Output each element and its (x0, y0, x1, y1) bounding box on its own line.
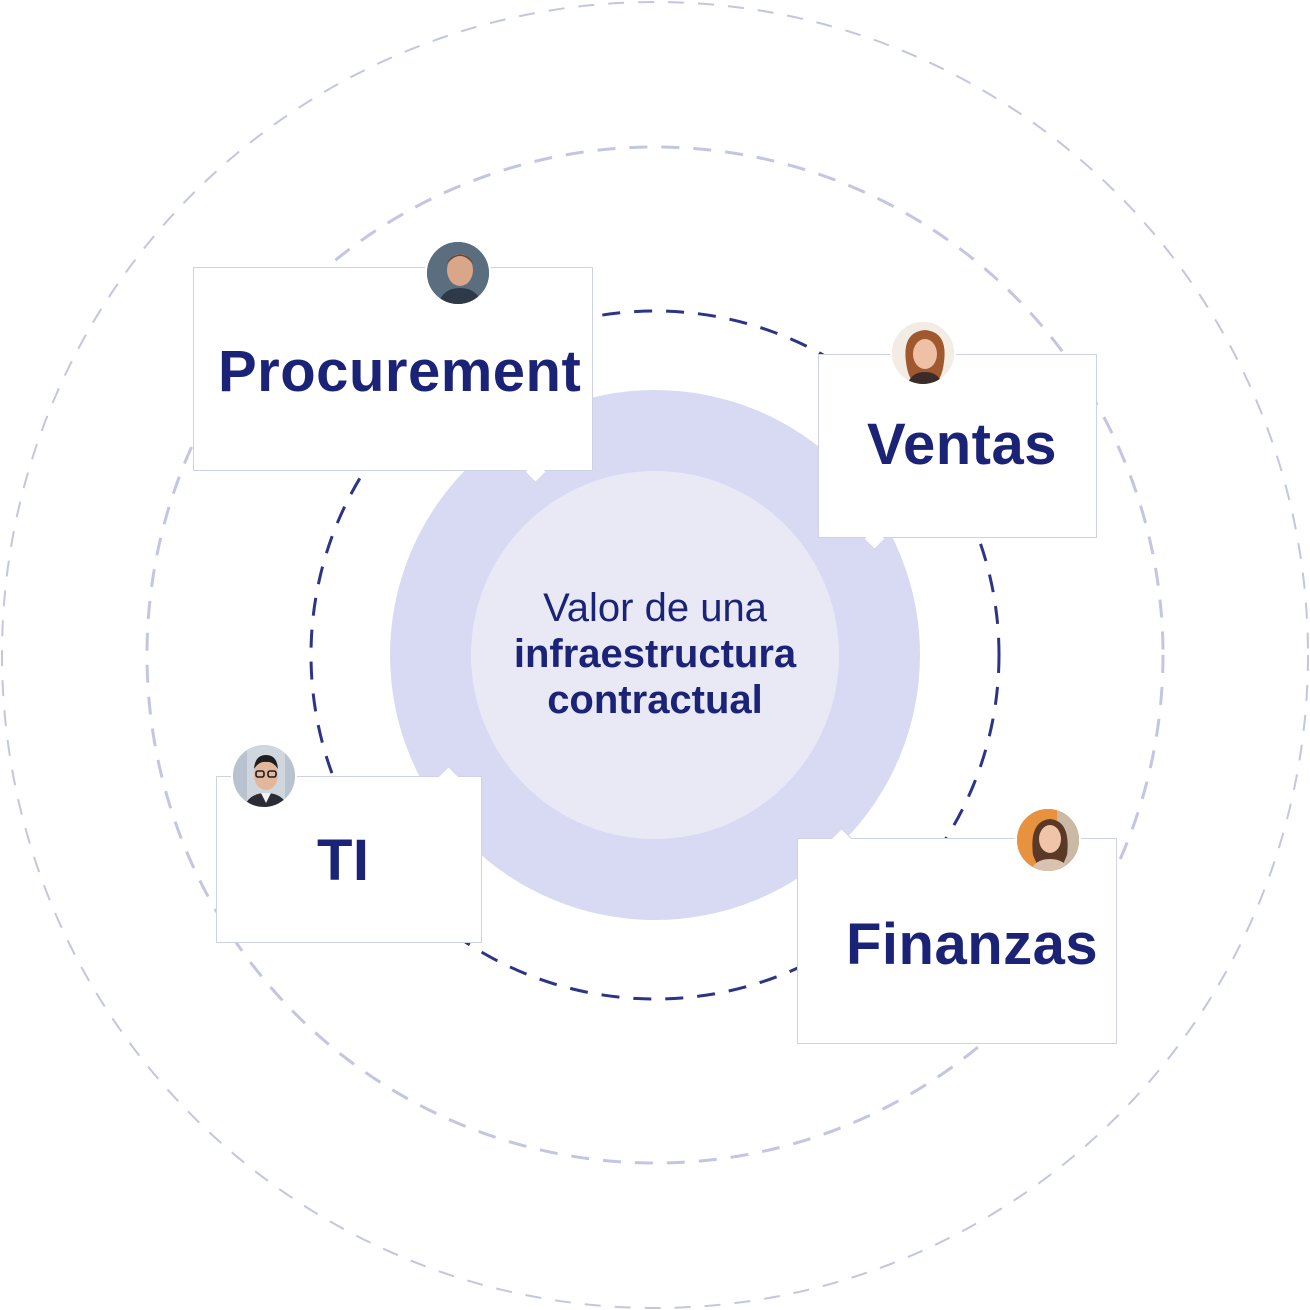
middle-dashed-ring (145, 145, 1165, 1165)
ventas-avatar (890, 320, 956, 386)
inner-dashed-ring (309, 309, 1001, 1001)
center-title-line-3: contractual (547, 678, 763, 722)
finanzas-avatar (1015, 807, 1081, 873)
card-procurement: Procurement (193, 267, 593, 484)
center-title-line-2: infraestructura (513, 632, 797, 676)
card-ventas: Ventas (818, 354, 1097, 551)
center-title: Valor de una infraestructura contractual (470, 585, 840, 723)
ti-avatar (231, 743, 297, 809)
core-inner-circle (471, 471, 839, 839)
card-finanzas-label: Finanzas (846, 912, 1099, 977)
card-finanzas: Finanzas (797, 827, 1117, 1044)
card-ti-label: TI (317, 828, 370, 893)
card-ventas-label: Ventas (867, 412, 1057, 477)
center-title-line-1: Valor de una (543, 586, 767, 630)
card-procurement-label: Procurement (218, 339, 582, 404)
procurement-avatar (425, 240, 491, 306)
